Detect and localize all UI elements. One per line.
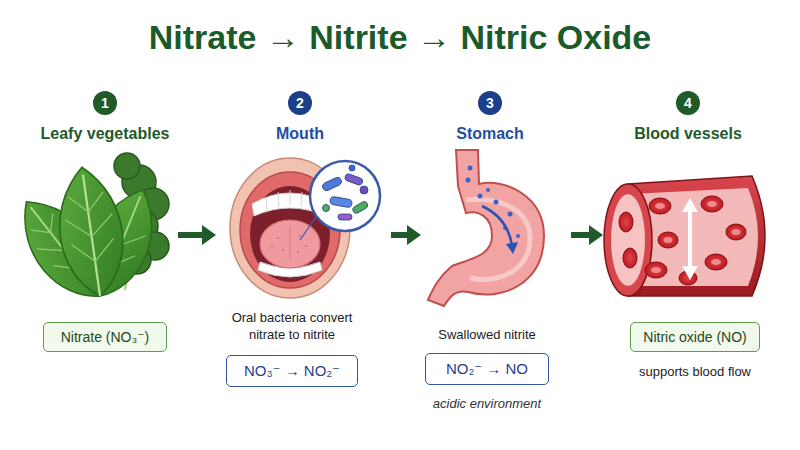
stomach-illustration (486, 188, 490, 192)
stomach-illustration (466, 178, 471, 183)
vegetable-illustration (114, 153, 140, 179)
step-heading: Mouth (225, 124, 375, 145)
step-heading: Leafy vegetables (20, 124, 190, 145)
mouth-illustration (266, 190, 314, 211)
blood-vessel-illustration (732, 229, 741, 235)
step-number: 4 (676, 91, 700, 115)
blood-vessel-illustration (658, 232, 678, 248)
flow-arrow (178, 225, 216, 245)
mouth-illustration (277, 237, 280, 240)
step-number: 1 (93, 91, 117, 115)
mouth-illustration (321, 165, 369, 220)
vegetable-illustration (51, 163, 130, 300)
blood-vessel-illustration (649, 198, 671, 214)
mouth-illustration (299, 235, 302, 238)
flow-arrow (391, 225, 421, 245)
formula-box: NO₂⁻ → NO (425, 353, 549, 385)
stomach-illustration (468, 166, 473, 171)
mouth-illustration (338, 214, 352, 220)
stomach-illustration (516, 234, 520, 238)
step-number-text: 1 (101, 95, 109, 111)
stomach-illustration (428, 150, 544, 306)
step-heading: Stomach (415, 124, 565, 145)
formula-box: NO₃⁻ → NO₂⁻ (226, 355, 358, 387)
mouth-illustration (310, 161, 380, 231)
formula-text: Nitrate (NO₃⁻) (61, 329, 150, 345)
blood-vessel-illustration (619, 212, 633, 232)
mouth-illustration (349, 165, 355, 171)
blood-vessel-illustration (707, 201, 717, 207)
mouth-illustration (321, 176, 343, 192)
step-number: 3 (478, 91, 502, 115)
blood-vessel-illustration (619, 196, 746, 285)
blood-vessel-illustration (705, 254, 727, 270)
step-note: Swallowed nitrite (407, 327, 567, 344)
mouth-illustration (300, 214, 318, 240)
blood-vessel-illustration (711, 259, 721, 265)
stomach-illustration (466, 199, 530, 279)
mouth-illustration (352, 200, 369, 214)
step-number-text: 4 (684, 95, 692, 111)
formula-box: Nitrate (NO₃⁻) (43, 322, 167, 352)
mouth-illustration (360, 186, 368, 194)
step-note: Oral bacteria convert nitrate to nitrite (212, 310, 372, 344)
mouth-illustration (282, 249, 285, 252)
blood-vessel-illustration (664, 237, 673, 243)
stomach-illustration (482, 206, 512, 246)
step-number-text: 3 (486, 95, 494, 111)
stomach-illustration (494, 200, 499, 205)
mouth-illustration (344, 173, 363, 186)
mouth-illustration (305, 245, 308, 248)
step-note: acidic environment (407, 396, 567, 413)
blood-vessel-illustration (604, 176, 765, 296)
formula-text: Nitric oxide (NO) (643, 329, 746, 345)
vegetable-illustration (83, 175, 100, 296)
blood-vessel-illustration (611, 194, 645, 286)
mouth-illustration (271, 245, 274, 248)
blood-vessel-illustration (655, 203, 665, 209)
vegetable-illustration (62, 191, 118, 264)
blood-vessel-illustration (688, 206, 692, 272)
step-heading: Blood vessels (603, 124, 773, 145)
vegetable-illustration (4, 163, 168, 314)
stomach-illustration (466, 166, 521, 239)
mouth-illustration (297, 251, 300, 254)
blood-vessel-illustration (726, 224, 746, 240)
mouth-illustration (323, 205, 330, 212)
mouth-illustration (230, 158, 380, 298)
blood-vessel-illustration (651, 267, 661, 273)
mouth-illustration (260, 220, 320, 268)
blood-vessel-illustration (604, 184, 652, 296)
formula-text: NO₃⁻ → NO₂⁻ (244, 362, 340, 380)
step-number-text: 2 (296, 95, 304, 111)
blood-vessel-illustration (701, 196, 723, 212)
formula-text: NO₂⁻ → NO (446, 360, 528, 378)
diagram-title: Nitrate → Nitrite → Nitric Oxide (0, 18, 800, 57)
flow-arrow (571, 225, 603, 245)
mouth-illustration (329, 196, 352, 208)
step-number: 2 (288, 91, 312, 115)
stomach-illustration (478, 194, 483, 199)
vegetable-illustration (51, 163, 130, 300)
stomach-illustration (428, 150, 544, 306)
formula-box: Nitric oxide (NO) (630, 322, 759, 352)
step-note: supports blood flow (610, 364, 780, 381)
stomach-illustration (506, 242, 518, 254)
vegetable-illustration (4, 153, 169, 314)
mouth-illustration (289, 226, 290, 258)
blood-vessel-illustration (645, 262, 667, 278)
stomach-illustration (508, 212, 513, 217)
blood-vessel-illustration (682, 198, 698, 280)
blood-vessel-illustration (623, 248, 637, 268)
